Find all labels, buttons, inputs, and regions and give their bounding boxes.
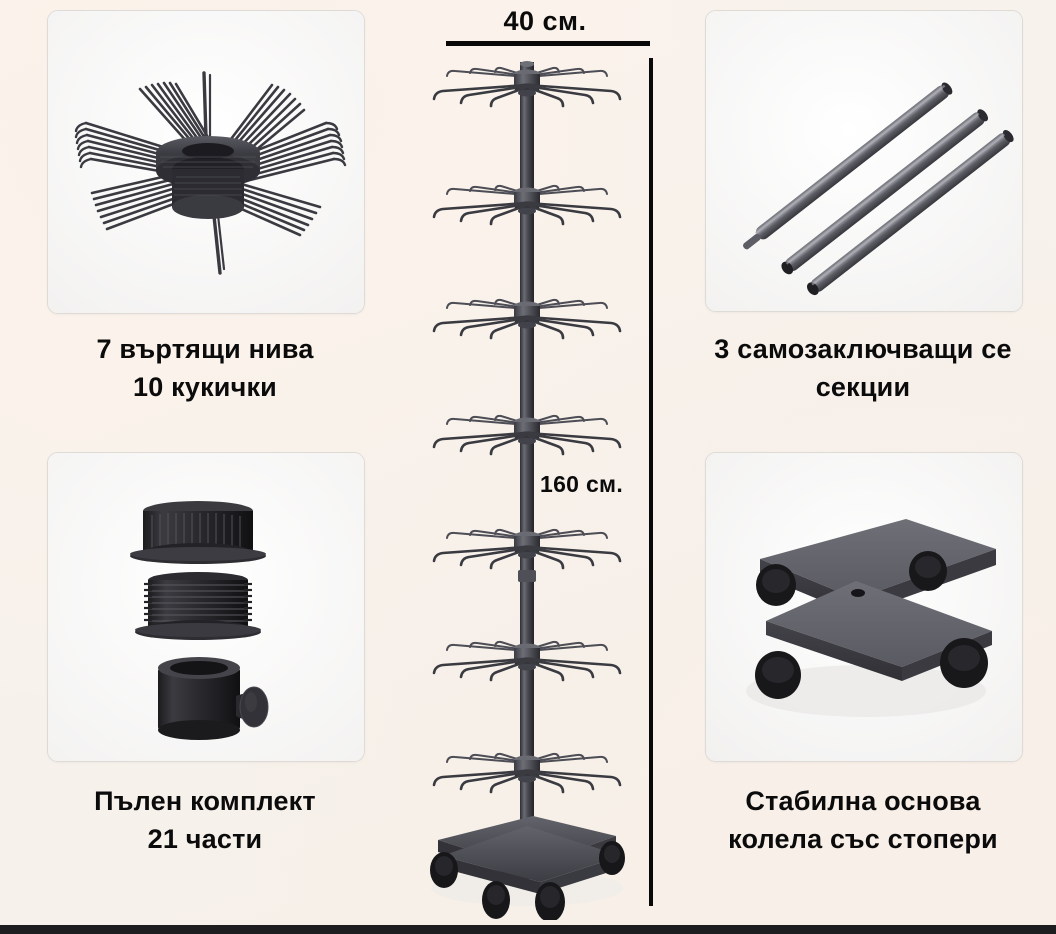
caption-line-1: 3 самозаключващи се — [714, 334, 1012, 364]
caption-line-1: 7 въртящи нива — [96, 334, 314, 364]
rotating-display-rack-photo — [400, 50, 660, 920]
rotating-tier-card — [47, 10, 365, 314]
pole-sections-card — [705, 10, 1023, 312]
height-dimension-label: 160 см. — [540, 471, 624, 497]
base-caption: Стабилна основа колела със стопери — [680, 782, 1046, 858]
three-pole-sections-photo — [706, 11, 1022, 311]
caption-line-1: Стабилна основа — [745, 786, 981, 816]
width-dimension-label: 40 см. — [503, 6, 587, 36]
parts-kit-caption: Пълен комплект 21 части — [25, 782, 385, 858]
bottom-edge-strip — [0, 925, 1056, 934]
pole-sections-caption: 3 самозаключващи се секции — [680, 330, 1046, 406]
caption-line-2: 10 кукички — [133, 372, 277, 402]
caption-line-2: 21 части — [147, 824, 263, 854]
height-dimension-rule — [649, 58, 653, 906]
rotating-tier-with-hooks-photo — [48, 11, 364, 313]
parts-kit-card — [47, 452, 365, 762]
caption-line-1: Пълен комплект — [94, 786, 316, 816]
width-dimension-rule — [446, 41, 650, 46]
rack-base — [430, 816, 625, 920]
caption-line-2: колела със стопери — [728, 824, 998, 854]
rotating-tier-caption: 7 въртящи нива 10 кукички — [25, 330, 385, 406]
cross-base-with-casters-photo — [706, 453, 1022, 761]
base-card — [705, 452, 1023, 762]
connector-parts-photo — [48, 453, 364, 761]
caption-line-2: секции — [815, 372, 911, 402]
